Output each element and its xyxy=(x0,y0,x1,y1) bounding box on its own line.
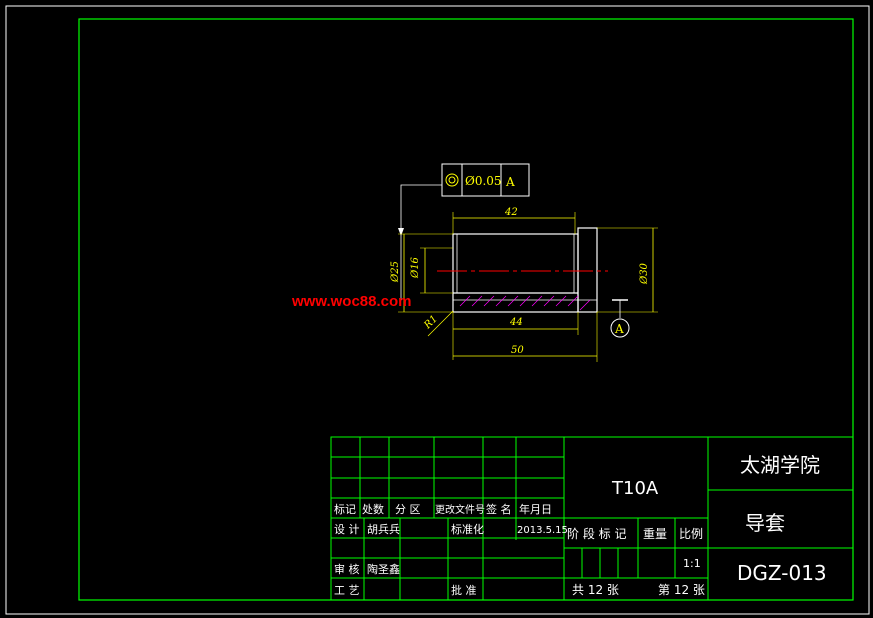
header-change-doc: 更改文件号 xyxy=(435,503,485,516)
stage-mark-label: 阶 段 标 记 xyxy=(567,526,626,541)
concentricity-icon xyxy=(445,173,459,187)
dim-r1: R1 xyxy=(422,310,454,337)
sheet-border xyxy=(5,5,870,615)
header-mark: 标记 xyxy=(334,502,356,516)
dim-50: 50 xyxy=(453,312,598,362)
material: T10A xyxy=(611,478,659,499)
designer: 胡兵兵 xyxy=(367,522,400,536)
tolerance-datum: A xyxy=(505,175,515,189)
svg-text:A: A xyxy=(614,322,624,336)
design-date: 2013.5.15 xyxy=(517,525,568,536)
section-hatch xyxy=(459,295,591,311)
datum-marker: A xyxy=(610,299,630,338)
watermark: www.woc88.com xyxy=(291,293,411,310)
header-sign: 签 名 xyxy=(486,502,512,516)
header-zone: 分 区 xyxy=(395,503,421,516)
approve-label: 批 准 xyxy=(451,583,477,597)
design-label: 设 计 xyxy=(334,523,360,536)
header-date: 年月日 xyxy=(519,502,552,516)
drawing-number: DGZ-013 xyxy=(737,561,827,585)
standard-label: 标准化 xyxy=(451,522,484,536)
svg-text:50: 50 xyxy=(511,345,524,356)
svg-text:Ø30: Ø30 xyxy=(639,262,650,285)
reviewer: 陶圣鑫 xyxy=(367,562,400,576)
total-sheets: 共 12 张 xyxy=(572,583,619,597)
sheet-number: 第 12 张 xyxy=(658,583,705,597)
part-name: 导套 xyxy=(745,511,785,535)
header-count: 处数 xyxy=(362,503,384,516)
part-view: Ø0.05 A xyxy=(291,163,658,362)
tolerance-frame: Ø0.05 A xyxy=(398,163,530,300)
dim-phi30: Ø30 xyxy=(597,227,658,313)
bushing-outline xyxy=(452,227,598,313)
dim-44: 44 xyxy=(452,312,579,360)
dim-42: 42 xyxy=(452,207,576,234)
svg-text:Ø25: Ø25 xyxy=(390,261,401,283)
title-block-text: T10A 太湖学院 导套 DGZ-013 标记 处数 分 区 更改文件号 签 名… xyxy=(334,453,827,597)
svg-text:R1: R1 xyxy=(422,314,440,332)
title-block xyxy=(330,436,854,601)
svg-text:44: 44 xyxy=(509,317,523,328)
svg-text:42: 42 xyxy=(504,207,518,218)
dim-phi16: Ø16 xyxy=(410,247,453,294)
review-label: 审 核 xyxy=(334,562,360,576)
scale-value: 1:1 xyxy=(683,557,701,570)
dim-phi25: Ø25 xyxy=(390,233,453,313)
svg-text:Ø16: Ø16 xyxy=(410,256,421,279)
scale-label: 比例 xyxy=(679,527,703,541)
school-name: 太湖学院 xyxy=(740,453,820,477)
weight-label: 重量 xyxy=(643,527,667,541)
tolerance-value: Ø0.05 xyxy=(465,174,502,188)
process-label: 工 艺 xyxy=(334,584,360,597)
